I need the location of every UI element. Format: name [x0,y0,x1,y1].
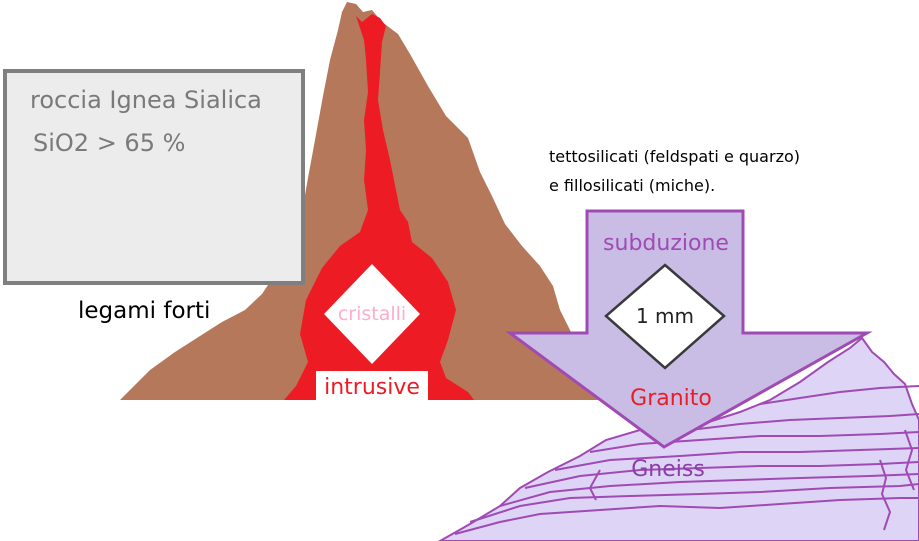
subduction-label: subduzione [603,231,729,256]
intrusive-label-bg [316,371,428,400]
info-box-formula: SiO2 > 65 % [33,129,185,157]
minerals-line-2: e fillosilicati (miche). [549,176,715,195]
grain-size-diamond [604,263,726,370]
minerals-line-1: tettosilicati (feldspati e quarzo) [549,147,800,166]
gneiss-strata [454,385,919,535]
crystals-diamond [324,264,420,364]
crystals-label: cristalli [338,303,406,325]
info-box-title: roccia Ignea Sialica [30,86,262,114]
gneiss-label: Gneiss [631,457,705,482]
magma-intrusion [284,14,474,400]
bonds-label: legami forti [78,298,210,324]
mountain [120,2,610,400]
granite-label: Granito [630,386,712,411]
intrusive-label: intrusive [324,375,420,400]
grain-size-label: 1 mm [636,304,694,328]
info-box [3,69,305,285]
